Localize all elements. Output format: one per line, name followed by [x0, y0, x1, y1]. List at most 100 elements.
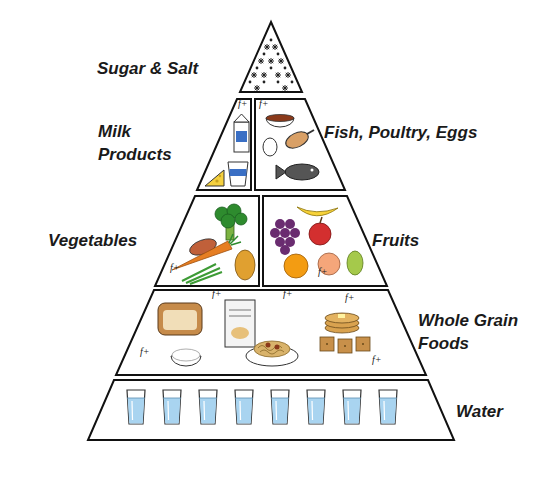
- grain-foods: [229, 310, 251, 311]
- sugar-salt-dots: [251, 72, 257, 78]
- sugar-salt-dots: [277, 53, 280, 56]
- fruit-foods: [280, 228, 290, 238]
- grain-foods: [344, 345, 346, 347]
- water-glasses: [379, 390, 397, 424]
- pyramid-tier: Sugar & Salt: [240, 22, 302, 92]
- fortified-mark: f+: [345, 293, 355, 303]
- pyramid-tier: Fish, Poultry, Eggs: [255, 99, 345, 190]
- fortified-mark-text: f+: [170, 262, 180, 273]
- food-group-name: Water: [456, 402, 503, 421]
- water-glasses: [199, 390, 217, 424]
- food-group-name: Whole Grain Foods: [418, 311, 518, 353]
- food-group-name: Fish, Poultry, Eggs: [324, 123, 477, 142]
- protein-foods: [283, 129, 311, 152]
- sugar-salt-dots: [272, 44, 278, 50]
- milk-foods: [215, 179, 218, 182]
- fortified-mark: f+: [140, 347, 150, 357]
- food-group-name: Fruits: [372, 231, 419, 250]
- sugar-salt-dots: [264, 44, 270, 50]
- milk-foods: [234, 114, 249, 122]
- sugar-salt-dots: [258, 58, 264, 64]
- grain-foods: [326, 343, 328, 345]
- sugar-salt-dots: [256, 67, 259, 70]
- fortified-mark: f+: [170, 263, 180, 273]
- vegetable-foods: [235, 213, 247, 225]
- grain-foods: [258, 346, 284, 355]
- sugar-salt-dots: [282, 85, 288, 91]
- sugar-salt-dots: [249, 39, 294, 91]
- water-glasses: [127, 390, 145, 424]
- protein-foods: [285, 164, 319, 180]
- water-glasses: [163, 390, 181, 424]
- sugar-salt-dots: [270, 67, 273, 70]
- fortified-mark-text: f+: [212, 288, 222, 299]
- water-glasses: [271, 390, 289, 424]
- fortified-mark-text: f+: [372, 354, 382, 365]
- grain-foods: [325, 313, 359, 323]
- sugar-salt-dots: [291, 81, 294, 84]
- fruit-foods: [297, 207, 338, 216]
- food-group-name: Milk Products: [98, 122, 172, 164]
- milk-foods: [205, 170, 224, 186]
- grain-foods: [231, 327, 249, 339]
- fruit-foods: [270, 207, 363, 278]
- protein-foods: [307, 130, 314, 134]
- protein-foods: [276, 165, 286, 179]
- fruit-foods: [280, 245, 290, 255]
- sugar-salt-dots: [285, 72, 291, 78]
- grain-foods: [338, 314, 345, 318]
- vegetable-foods: [235, 250, 255, 280]
- tier-outline: [240, 22, 302, 92]
- food-group-name: Sugar & Salt: [97, 59, 198, 78]
- protein-foods: [263, 115, 319, 181]
- sugar-salt-dots: [277, 81, 280, 84]
- sugar-salt-dots: [284, 67, 287, 70]
- grain-foods: [229, 316, 251, 317]
- food-group-label: Water: [456, 400, 503, 423]
- tier-outline: [263, 196, 387, 286]
- milk-foods: [236, 131, 247, 142]
- sugar-salt-dots: [261, 72, 267, 78]
- grain-foods: [338, 339, 352, 353]
- fortified-mark-text: f+: [238, 98, 248, 109]
- fruit-foods: [347, 251, 363, 275]
- fruit-foods: [285, 219, 295, 229]
- milk-foods: [234, 122, 249, 152]
- food-group-label: Fruits: [372, 229, 419, 252]
- water-glasses: [127, 390, 397, 424]
- tier-outline: [88, 380, 454, 440]
- vegetable-foods: [229, 234, 241, 245]
- fortified-mark: f+: [283, 289, 293, 299]
- water-glasses: [307, 390, 325, 424]
- fortified-mark-text: f+: [140, 346, 150, 357]
- grain-foods: [356, 337, 370, 351]
- sugar-salt-dots: [278, 58, 284, 64]
- grain-foods: [266, 343, 271, 348]
- grain-foods: [362, 343, 364, 345]
- sugar-salt-dots: [254, 85, 260, 91]
- food-group-name: Vegetables: [48, 231, 137, 250]
- pyramid-tier: Water: [88, 380, 454, 440]
- protein-foods: [311, 169, 314, 172]
- grain-foods: [158, 300, 370, 366]
- fruit-foods: [275, 219, 285, 229]
- milk-foods: [230, 169, 247, 176]
- fortified-mark-text: f+: [283, 288, 293, 299]
- protein-foods: [263, 138, 277, 156]
- fortified-mark: f+: [372, 355, 382, 365]
- sugar-salt-dots: [263, 53, 266, 56]
- tier-outline: [197, 99, 251, 190]
- grain-foods: [163, 310, 197, 330]
- grain-foods: [158, 303, 202, 335]
- vegetable-foods: [172, 204, 255, 284]
- food-group-label: Sugar & Salt: [97, 57, 198, 80]
- fortified-mark: f+: [212, 289, 222, 299]
- vegetable-foods: [172, 241, 232, 270]
- grain-foods: [275, 345, 280, 350]
- food-group-label: Fish, Poultry, Eggs: [324, 121, 477, 144]
- fortified-mark: f+: [259, 99, 269, 109]
- milk-foods: [219, 175, 221, 177]
- protein-foods: [266, 115, 294, 122]
- milk-foods: [228, 162, 248, 186]
- tier-outline: [255, 99, 345, 190]
